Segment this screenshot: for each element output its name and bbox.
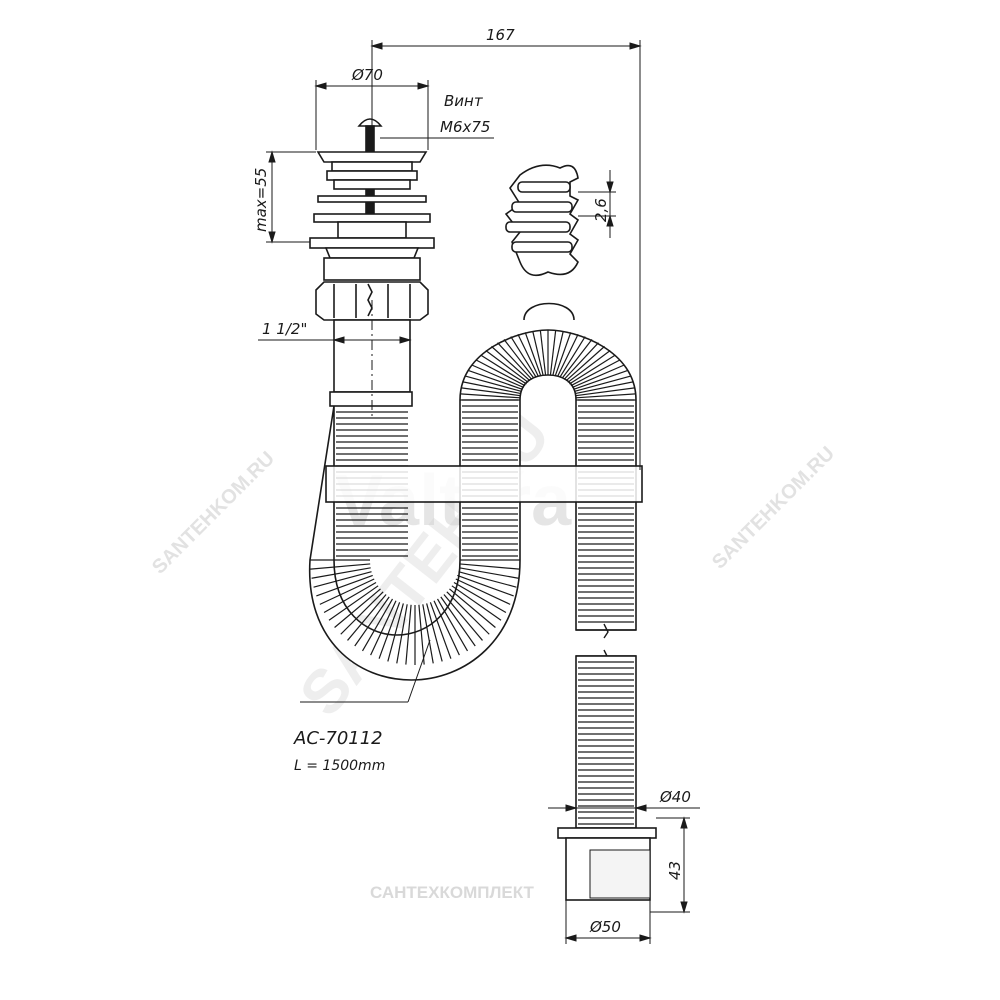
corrugation-pitch-label: 2,6 <box>592 198 610 222</box>
hose-holder-bracket <box>325 465 643 503</box>
outlet-diameter-label: Ø50 <box>589 918 621 936</box>
outlet-length-label: 43 <box>666 861 684 880</box>
screw-label: Винт <box>444 92 484 110</box>
dimension-labels: 167 Ø70 Винт M6x75 max=55 1 1/2" 2,6 Ø40… <box>252 26 691 936</box>
max-height-label: max=55 <box>252 168 270 232</box>
product-code-label: AC-70112 <box>293 728 383 749</box>
watermark-site-left: SANTEHKOM.RU <box>148 447 279 578</box>
screw-size-label: M6x75 <box>440 118 490 136</box>
top-diameter-label: Ø70 <box>351 66 383 84</box>
drain-head <box>309 118 435 420</box>
watermark-bottom: САНТЕХКОМПЛЕКТ <box>370 883 535 902</box>
product-length-label: L = 1500mm <box>294 758 385 774</box>
corrugation-detail <box>504 164 580 277</box>
hose-diameter-label: Ø40 <box>659 788 691 806</box>
overall-width-label: 167 <box>486 26 515 44</box>
dimension-lines <box>258 40 700 944</box>
corrugated-hose <box>309 329 637 829</box>
hose-hook <box>523 302 575 321</box>
thread-size-label: 1 1/2" <box>262 320 307 338</box>
watermark-site-right: SANTEHKOM.RU <box>708 442 839 573</box>
outlet-fitting <box>557 827 657 901</box>
